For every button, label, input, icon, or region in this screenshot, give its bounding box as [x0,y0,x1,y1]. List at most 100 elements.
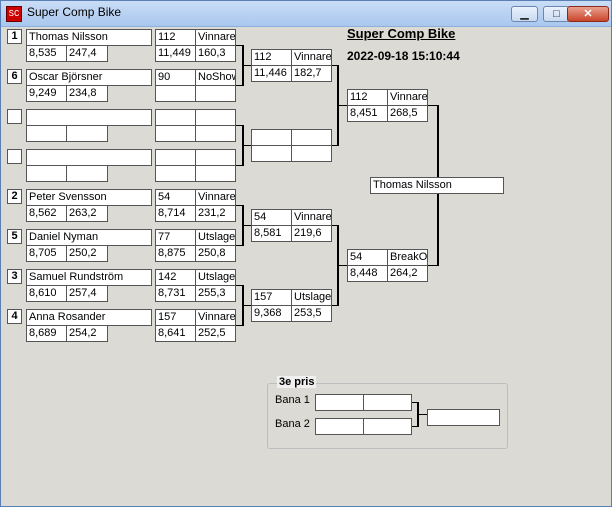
round-time[interactable]: 8,641 [155,325,196,342]
semi-speed[interactable]: 264,2 [387,265,428,282]
result-field[interactable]: Vinnare [195,309,236,326]
bike-number[interactable]: 157 [155,309,196,326]
rider-speed[interactable] [66,165,108,182]
minimize-button[interactable]: ▁ [511,6,538,22]
rider-name[interactable] [26,109,152,126]
result-field[interactable] [195,149,236,166]
rider-time[interactable] [26,125,67,142]
round2-bike[interactable] [251,129,292,146]
lane1-bike[interactable] [315,394,364,411]
rider-name[interactable]: Anna Rosander [26,309,152,326]
rider-time[interactable]: 8,610 [26,285,67,302]
round-speed[interactable] [195,85,236,102]
round-time[interactable]: 8,875 [155,245,196,262]
round-time[interactable]: 8,731 [155,285,196,302]
bike-number[interactable] [155,149,196,166]
round2-time[interactable]: 11,446 [251,65,292,82]
rider-name[interactable]: Oscar Björsner [26,69,152,86]
rider-name[interactable]: Samuel Rundström [26,269,152,286]
bike-number[interactable]: 142 [155,269,196,286]
rider-time[interactable] [26,165,67,182]
round2-result[interactable]: Vinnare [291,49,332,66]
rider-time[interactable]: 9,249 [26,85,67,102]
round-time[interactable] [155,165,196,182]
bracket-line [236,165,242,166]
seed-box [7,109,22,124]
round-time[interactable]: 8,714 [155,205,196,222]
bike-number[interactable]: 112 [155,29,196,46]
semi-result[interactable]: BreakOut [387,249,428,266]
result-field[interactable] [195,109,236,126]
lane2-result[interactable] [363,418,412,435]
semi-time[interactable]: 8,448 [347,265,388,282]
rider-name[interactable]: Thomas Nilsson [26,29,152,46]
bike-number[interactable]: 54 [155,189,196,206]
round2-result[interactable]: Vinnare [291,209,332,226]
round2-time[interactable]: 9,368 [251,305,292,322]
round-speed[interactable] [195,125,236,142]
rider-speed[interactable]: 247,4 [66,45,108,62]
rider-speed[interactable]: 257,4 [66,285,108,302]
bike-number[interactable] [155,109,196,126]
round2-bike[interactable]: 54 [251,209,292,226]
title-bar[interactable]: SC Super Comp Bike ▁ □ ✕ [1,1,611,27]
seed-box: 4 [7,309,22,324]
bracket-line [337,225,339,306]
round-speed[interactable]: 231,2 [195,205,236,222]
round2-speed[interactable]: 219,6 [291,225,332,242]
round-time[interactable] [155,125,196,142]
round2-speed[interactable]: 182,7 [291,65,332,82]
rider-name[interactable]: Daniel Nyman [26,229,152,246]
rider-speed[interactable]: 263,2 [66,205,108,222]
round2-result[interactable] [291,129,332,146]
round-speed[interactable]: 160,3 [195,45,236,62]
round-time[interactable]: 11,449 [155,45,196,62]
rider-speed[interactable]: 250,2 [66,245,108,262]
result-field[interactable]: Utslagen [195,269,236,286]
app-icon[interactable]: SC [6,6,22,22]
lane2-bike[interactable] [315,418,364,435]
bracket-line [332,145,337,146]
semi-time[interactable]: 8,451 [347,105,388,122]
rider-name[interactable] [26,149,152,166]
rider-speed[interactable] [66,125,108,142]
round-speed[interactable]: 252,5 [195,325,236,342]
bracket-line [417,402,419,427]
rider-time[interactable]: 8,689 [26,325,67,342]
rider-speed[interactable]: 234,8 [66,85,108,102]
round-speed[interactable] [195,165,236,182]
lane1-label: Bana 1 [275,394,310,406]
lane1-result[interactable] [363,394,412,411]
rider-time[interactable]: 8,535 [26,45,67,62]
semi-result[interactable]: Vinnare [387,89,428,106]
bike-number[interactable]: 90 [155,69,196,86]
rider-time[interactable]: 8,562 [26,205,67,222]
bike-number[interactable]: 77 [155,229,196,246]
rider-time[interactable]: 8,705 [26,245,67,262]
result-field[interactable]: Utslagen [195,229,236,246]
winner-field[interactable]: Thomas Nilsson [370,177,504,194]
lane2-label: Bana 2 [275,418,310,430]
semi-bike[interactable]: 112 [347,89,388,106]
semi-speed[interactable]: 268,5 [387,105,428,122]
round2-bike[interactable]: 157 [251,289,292,306]
round2-result[interactable]: Utslagen [291,289,332,306]
result-field[interactable]: Vinnare [195,29,236,46]
result-field[interactable]: Vinnare [195,189,236,206]
result-field[interactable]: NoShow [195,69,236,86]
round2-time[interactable] [251,145,292,162]
round2-time[interactable]: 8,581 [251,225,292,242]
round2-speed[interactable] [291,145,332,162]
round-time[interactable] [155,85,196,102]
rider-speed[interactable]: 254,2 [66,325,108,342]
close-button[interactable]: ✕ [567,6,609,22]
round2-bike[interactable]: 112 [251,49,292,66]
third-place-result[interactable] [427,409,500,426]
maximize-button[interactable]: □ [543,6,570,22]
semi-bike[interactable]: 54 [347,249,388,266]
round2-speed[interactable]: 253,5 [291,305,332,322]
round-speed[interactable]: 250,8 [195,245,236,262]
rider-name[interactable]: Peter Svensson [26,189,152,206]
bracket-line [244,65,251,66]
round-speed[interactable]: 255,3 [195,285,236,302]
